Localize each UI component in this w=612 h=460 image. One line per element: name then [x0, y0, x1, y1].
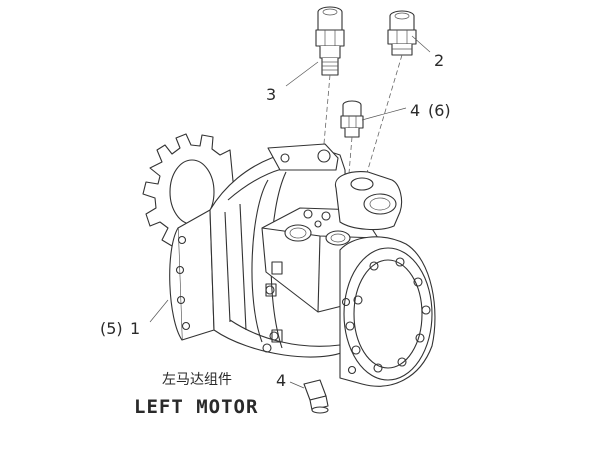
- caption-english: LEFT MOTOR: [134, 396, 258, 418]
- part-label-4-upper: 4: [410, 101, 420, 120]
- fitting-2: [387, 10, 417, 56]
- fitting-4-upper: [340, 100, 364, 138]
- motor-flange: [169, 209, 215, 341]
- part-label-1-alt: (5): [100, 319, 123, 338]
- leader-lines: [149, 35, 431, 389]
- part-label-1: 1: [130, 319, 140, 338]
- part-label-3: 3: [266, 85, 276, 104]
- part-label-4-lower: 4: [276, 371, 286, 390]
- port-block: [334, 171, 403, 231]
- part-label-2: 2: [434, 51, 444, 70]
- caption-chinese: 左马达组件: [162, 372, 232, 388]
- end-cap: [339, 236, 436, 387]
- part-label-4-upper-alt: (6): [428, 101, 451, 120]
- fitting-3: [315, 6, 345, 76]
- fitting-4-lower: [303, 379, 329, 414]
